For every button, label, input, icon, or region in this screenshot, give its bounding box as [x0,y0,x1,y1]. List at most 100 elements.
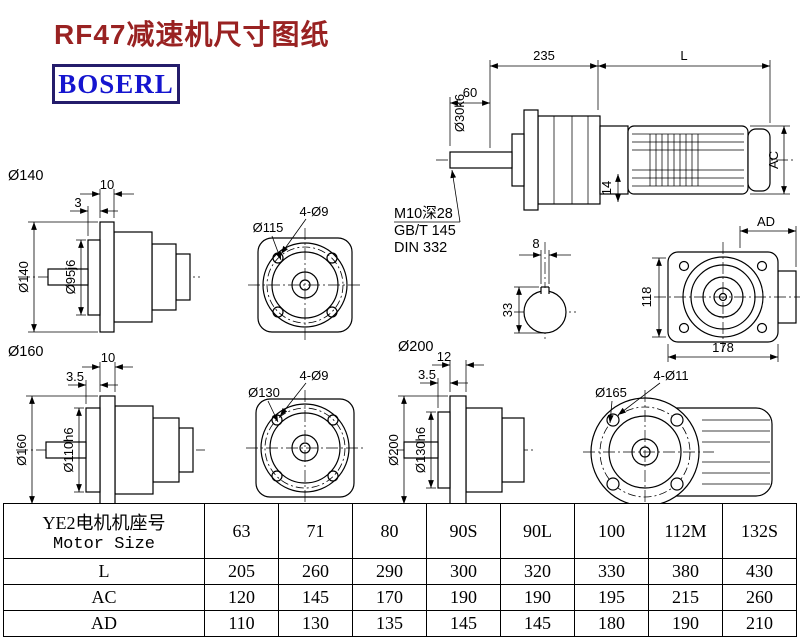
flange-200-side-view: Ø200 12 3.5 Ø200 Ø130h6 [386,339,534,505]
dim-flange160-spigot-depth: 3.5 [66,369,84,384]
motor-size-header-cell: YE2电机机座号 Motor Size [3,503,205,559]
size-cell-80: 80 [352,503,427,559]
dim-AC: AC [766,151,781,169]
value-cell: 205 [204,558,279,585]
value-cell: 170 [352,584,427,611]
flange-160-side-view: Ø160 10 3.5 Ø160 Ø110h6 [8,344,205,505]
dim-flange160-spigot-od: Ø110h6 [61,427,76,472]
bolt-hole [606,477,620,491]
value-cell: 380 [648,558,723,585]
size-cell-90L: 90L [500,503,575,559]
value-cell: 135 [352,610,427,637]
dim-flange160-od: Ø160 [14,434,29,466]
corner-bolt-hole [756,322,768,334]
flange-140-shaft [47,268,89,286]
size-cell-63: 63 [204,503,279,559]
value-cell: 320 [500,558,575,585]
bearing-hub [511,133,525,187]
row-label-AC: AC [3,584,205,611]
dim-shaft-diameter: Ø30k6 [452,94,467,132]
bolt-hole [327,470,339,482]
shaft-keyway-section: 8 33 [500,236,576,342]
corner-bolt-hole [756,260,768,272]
value-cell: 215 [648,584,723,611]
table-row-AC: AC 120 145 170 190 190 195 215 260 [3,584,797,611]
value-cell: 145 [426,610,501,637]
bolt-hole [327,414,339,426]
note-gb-standard: GB/T 145 [394,223,456,239]
row-label-AD: AD [3,610,205,637]
dim-bolt-holes-4x9b: 4-Ø9 [300,368,329,383]
size-cell-90S: 90S [426,503,501,559]
dim-flange140-od: Ø140 [16,261,31,293]
motor-front-view: 4-Ø11 Ø165 [583,368,773,505]
bolt-hole [326,306,338,318]
row-label-L: L [3,558,205,585]
value-cell: 145 [278,584,353,611]
flange-160-plate [99,395,116,505]
dim-keyway-width: 8 [532,236,539,251]
value-cell: 145 [500,610,575,637]
value-cell: 190 [426,584,501,611]
flange-200-label: Ø200 [398,339,433,355]
flange-140-side-view: Ø140 10 3 Ø140 Ø95j6 [8,168,200,333]
dim-bolt-holes-4x11: 4-Ø11 [653,368,688,383]
dim-flange200-od: Ø200 [386,434,401,466]
value-cell: 195 [574,584,649,611]
dim-flange200-thickness: 12 [437,349,451,364]
value-cell: 120 [204,584,279,611]
corner-bolt-hole [678,260,690,272]
dim-14: 14 [599,181,614,195]
value-cell: 110 [204,610,279,637]
flange-160-label: Ø160 [8,344,43,360]
table-row-L: L 205 260 290 300 320 330 380 430 [3,558,797,585]
value-cell: 180 [574,610,649,637]
flange-160-front-view: 4-Ø9 Ø130 [246,368,364,503]
value-cell: 430 [722,558,797,585]
fan-cowl [747,128,771,192]
dim-flange200-spigot-depth: 3.5 [418,367,436,382]
gear-housing [537,115,601,205]
note-din-standard: DIN 332 [394,240,447,256]
dim-bolt-circle-115: Ø115 [253,220,284,235]
dim-bolt-circle-165: Ø165 [595,385,627,400]
motor-adapter [599,125,629,195]
value-cell: 330 [574,558,649,585]
flange-160-shaft [45,441,87,459]
bolt-hole [670,413,684,427]
motor-body [627,125,749,195]
bolt-hole [272,306,284,318]
size-cell-100: 100 [574,503,649,559]
table-row-AD: AD 110 130 135 145 145 180 190 210 [3,610,797,637]
gearmotor-side-view: 60 235 L Ø30k6 AC 14 M10深28 GB/T 145 DIN… [394,48,796,256]
bolt-hole [606,413,620,427]
value-cell: 300 [426,558,501,585]
boserl-logo: BOSERL [52,64,180,104]
dim-flange160-thickness: 10 [101,350,115,365]
flange-140-label: Ø140 [8,168,43,184]
flange-160-spigot [85,407,101,493]
value-cell: 260 [722,584,797,611]
corner-bolt-hole [678,322,690,334]
dim-bolt-holes-4x9: 4-Ø9 [300,204,329,219]
dim-L: L [680,48,687,63]
shaft-section-circle [523,290,567,334]
value-cell: 260 [278,558,353,585]
output-shaft [449,151,513,169]
note-thread: M10深28 [394,205,453,222]
flange-140-front-view: 4-Ø9 Ø115 [248,204,362,342]
flange-200-plate [449,395,467,505]
dim-235: 235 [533,48,555,63]
motor-size-table: YE2电机机座号 Motor Size 63 71 80 90S 90L 100… [3,503,797,637]
bolt-hole [670,477,684,491]
table-header-row: YE2电机机座号 Motor Size 63 71 80 90S 90L 100… [3,503,797,559]
value-cell: 130 [278,610,353,637]
value-cell: 190 [648,610,723,637]
bolt-hole [271,470,283,482]
size-cell-112M: 112M [648,503,723,559]
flange-140-plate [99,221,115,333]
dim-flange140-spigot-od: Ø95j6 [63,260,78,295]
motor-size-header-cn: YE2电机机座号 [42,512,166,533]
size-cell-132S: 132S [722,503,797,559]
value-cell: 210 [722,610,797,637]
